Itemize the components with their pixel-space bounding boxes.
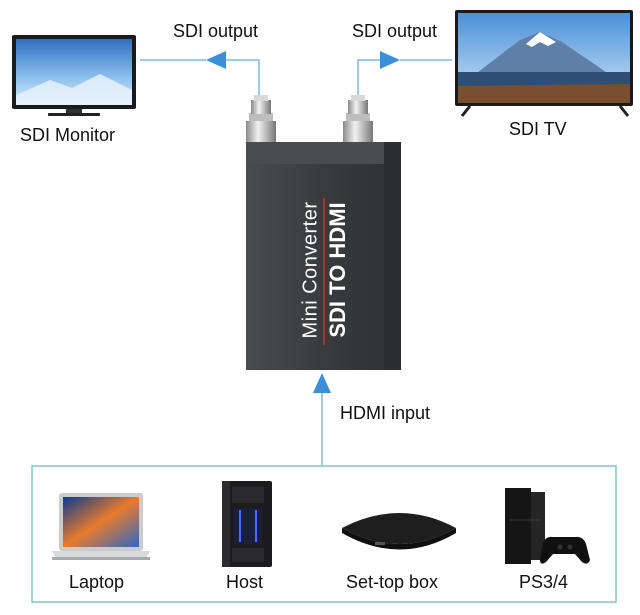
- output-arrow-right: [357, 51, 452, 115]
- sdi-monitor-icon: [12, 35, 136, 116]
- bnc-connector-right: [343, 95, 373, 143]
- output-arrow-left: [140, 51, 260, 115]
- host-pc-icon: [222, 481, 272, 567]
- converter-line1: Mini Converter: [299, 201, 322, 339]
- converter-device: [246, 95, 401, 370]
- set-top-box-icon: [342, 513, 456, 550]
- input-arrow: [313, 373, 331, 466]
- sdi-output-label-right: SDI output: [352, 21, 438, 41]
- sdi-output-label-left: SDI output: [173, 21, 259, 41]
- source-label-set-top-box: Set-top box: [346, 572, 439, 592]
- source-frame: [31, 465, 617, 603]
- sdi-monitor-label: SDI Monitor: [20, 125, 116, 145]
- source-label-host: Host: [226, 572, 264, 592]
- bnc-connector-left: [246, 95, 276, 143]
- source-label-ps: PS3/4: [519, 572, 569, 592]
- sdi-tv-icon: [455, 10, 633, 117]
- source-label-laptop: Laptop: [69, 572, 125, 592]
- hdmi-input-label: HDMI input: [340, 403, 431, 423]
- laptop-icon: [52, 493, 150, 560]
- sdi-tv-label: SDI TV: [509, 119, 567, 139]
- ps4-console-icon: [505, 488, 590, 564]
- converter-line2: SDI TO HDMI: [325, 202, 350, 338]
